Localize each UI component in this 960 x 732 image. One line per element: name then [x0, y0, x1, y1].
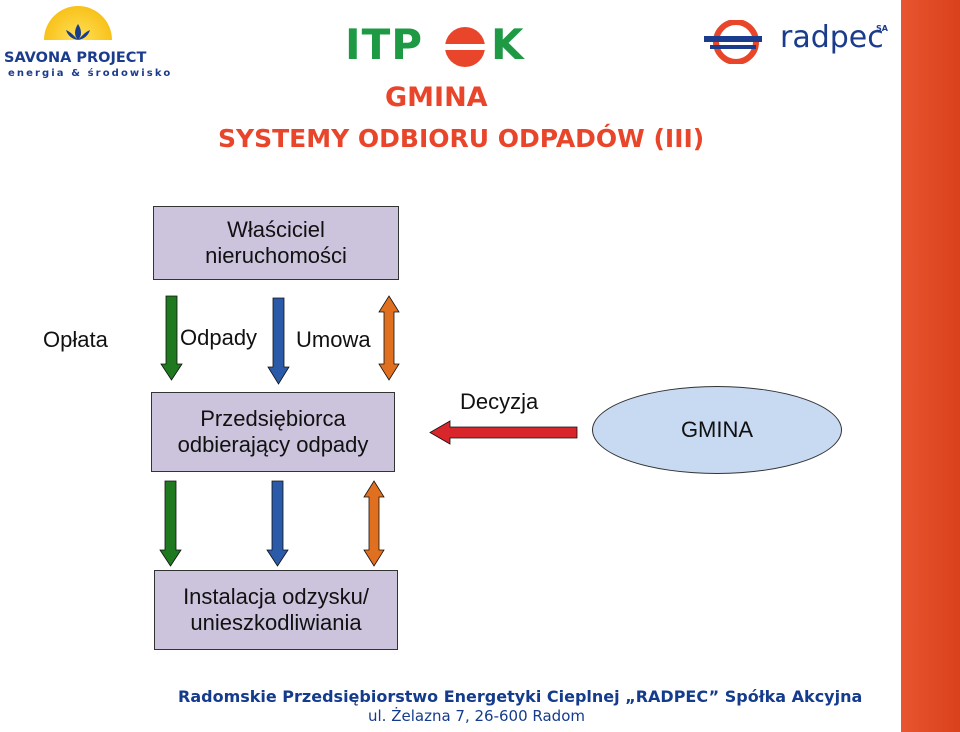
- installation-box: Instalacja odzysku/ unieszkodliwiania: [154, 570, 398, 650]
- itpok-logo: ITP K: [345, 20, 545, 70]
- footer-company: Radomskie Przedsiębiorstwo Energetyki Ci…: [178, 687, 863, 706]
- arrow-down-blue-top: [267, 297, 290, 385]
- radpec-name: radpec: [780, 20, 884, 55]
- installation-line-2: unieszkodliwiania: [190, 610, 362, 635]
- gmina-ellipse: GMINA: [592, 386, 842, 474]
- contractor-line-2: odbierający odpady: [177, 432, 369, 457]
- owner-line-1: Właściciel: [227, 217, 325, 242]
- itpok-text-left: ITP: [345, 20, 424, 69]
- footer-address: ul. Żelazna 7, 26-600 Radom: [368, 707, 585, 725]
- page-subtitle: SYSTEMY ODBIORU ODPADÓW (III): [218, 124, 705, 153]
- itpok-o-icon: [442, 27, 488, 67]
- contractor-line-1: Przedsiębiorca: [200, 406, 346, 431]
- page-title: GMINA: [385, 82, 488, 113]
- savona-tagline: energia & środowisko: [8, 68, 173, 79]
- owner-box: Właściciel nieruchomości: [153, 206, 399, 280]
- radpec-suffix: SA: [876, 24, 888, 33]
- arrow-down-green-top: [160, 295, 183, 381]
- arrow-double-orange-top: [378, 295, 400, 381]
- radpec-emblem-icon: [704, 20, 762, 64]
- decorative-side-bar: [901, 0, 960, 732]
- savona-logo: SAVONA PROJECT energia & środowisko: [4, 4, 170, 80]
- arrow-down-green-bottom: [159, 480, 182, 567]
- owner-line-2: nieruchomości: [205, 243, 347, 268]
- label-decyzja: Decyzja: [460, 389, 539, 414]
- itpok-text-right: K: [491, 20, 524, 69]
- arrow-double-orange-bottom: [363, 480, 385, 567]
- label-odpady: Odpady: [180, 325, 258, 350]
- label-umowa: Umowa: [296, 327, 371, 352]
- installation-line-1: Instalacja odzysku/: [183, 584, 369, 609]
- contractor-box: Przedsiębiorca odbierający odpady: [151, 392, 395, 472]
- gmina-label: GMINA: [680, 417, 754, 442]
- radpec-logo: radpec SA: [700, 14, 890, 70]
- lotus-icon: [62, 22, 94, 42]
- arrow-down-blue-bottom: [266, 480, 289, 567]
- arrow-left-red-decyzja: [429, 420, 578, 445]
- label-oplata: Opłata: [43, 327, 108, 352]
- savona-name: SAVONA PROJECT: [4, 50, 147, 66]
